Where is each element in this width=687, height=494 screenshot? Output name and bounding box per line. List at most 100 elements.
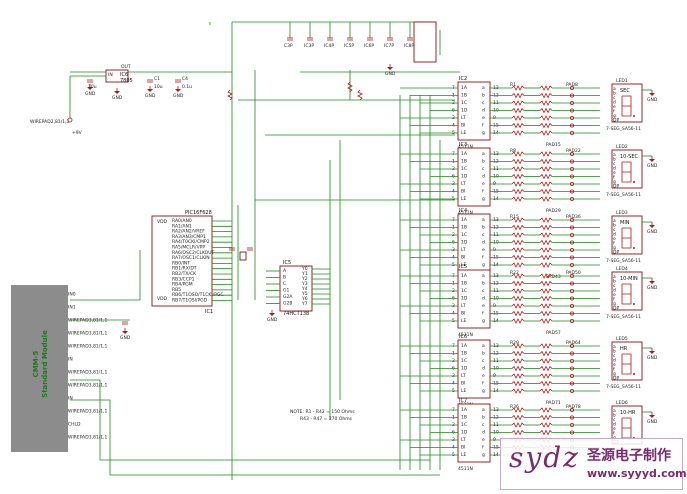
driver-input-3-5: BI [461, 311, 465, 317]
driver-output-3-0: a [482, 274, 485, 279]
pad-circle [570, 281, 575, 286]
pad-label-4: PAD64 [566, 340, 581, 346]
segment-resistor [511, 273, 525, 279]
display-pin-4-4: e [613, 363, 616, 368]
driver-input-2-0: 1A [461, 217, 468, 223]
segment-resistor [539, 295, 553, 302]
display-pin-0-6: g [613, 114, 616, 119]
display-pin-5-5: f [613, 431, 615, 437]
gnd-symbol [649, 281, 655, 284]
module-pad-label-10: CHLD [68, 422, 81, 428]
display-pin-0-3: d [613, 100, 616, 106]
segment-resistor [539, 280, 553, 287]
driver-ref-4: IC6 [459, 334, 467, 340]
segment-resistor [539, 318, 553, 324]
gnd-label-dec: GND [267, 317, 278, 323]
driver-output-0-4: e [482, 116, 485, 121]
pad-circle [570, 351, 575, 356]
display-pin-4-1: b [613, 349, 616, 355]
pad-circle [570, 240, 575, 245]
display-pin-5-0: a [613, 409, 616, 414]
segment-resistor [539, 380, 553, 387]
decoder-pin-10: Y4 [301, 286, 308, 292]
driver-output-0-1: b [482, 93, 485, 99]
driver-input-0-1: 1B [461, 93, 467, 99]
seven-seg-dp-1 [633, 181, 635, 183]
driver-input-4-6: LE [461, 388, 467, 394]
gnd-label-c2: GND [145, 93, 156, 99]
driver-input-0-3: 1D [461, 108, 468, 114]
segment-resistor [511, 407, 525, 413]
mcu-pin-0: RA0/AN0 [172, 218, 192, 224]
top-cap-label-4: IC6P [364, 43, 374, 49]
driver-input-1-0: 1A [461, 151, 468, 157]
segment-resistor [539, 92, 553, 99]
driver-output-5-6: g [482, 453, 485, 458]
segment-resistor [539, 151, 553, 157]
pullup-resistor-1 [347, 81, 353, 93]
top-cap-label-1: IC3P [304, 43, 314, 49]
mcu-pin-7: RA7/OSC1/CLKIN [172, 255, 210, 261]
driver-output-5-5: f [482, 445, 484, 451]
pad-label-0: PAD8 [566, 82, 578, 88]
module-pad-label-1: IN1 [68, 305, 76, 311]
mcu-pin-8: RB0/INT [172, 260, 190, 266]
driver-input-4-4: LT [461, 373, 466, 379]
module-pad-label-0: IN0 [68, 292, 76, 298]
decoder-pin-6: Y0 [301, 266, 308, 272]
segment-resistor [511, 85, 525, 91]
segment-resistor [511, 350, 525, 357]
decoder-pin-9: Y3 [301, 281, 308, 287]
display-label-2: MIN [620, 220, 630, 226]
display-part-4: 7-SEG_SA56-11 [606, 384, 641, 390]
segment-resistor [511, 107, 525, 114]
top-cap-label-2: IC4P [324, 43, 334, 49]
driver-part-5: 4511N [458, 466, 473, 472]
driver-ref-0: IC2 [459, 76, 467, 82]
segment-resistor [539, 407, 553, 413]
driver-input-5-2: 1C [461, 422, 467, 428]
resistor-label-2: R15 [510, 214, 519, 220]
display-pin-3-5: f [613, 297, 615, 303]
driver-output-2-3: d [482, 240, 485, 246]
pullup-resistor-0 [227, 89, 233, 101]
gnd-symbol [649, 93, 655, 96]
driver-input-4-0: 1A [461, 343, 468, 349]
segment-resistor [511, 166, 525, 172]
pad-label-3: PAD50 [566, 270, 581, 276]
display-pin-1-7: DP [613, 184, 619, 190]
pad-circle [570, 388, 575, 393]
top-cap-block [413, 21, 437, 63]
segment-resistor [511, 365, 525, 372]
gnd-symbol [122, 331, 128, 334]
pad-circle [570, 430, 575, 435]
driver-output-4-3: d [482, 366, 485, 372]
display-pin-4-2: c [613, 354, 616, 359]
display-pin-1-5: f [613, 175, 615, 181]
pad-circle [570, 255, 575, 260]
watermark-name: 圣源电子制作 [587, 448, 671, 464]
watermark: sydz 圣源电子制作 www.syyyd.com [500, 438, 687, 490]
gnd-symbol [114, 91, 120, 94]
module-pad-label-7: WIREPAD3,81/1,1 [68, 383, 108, 389]
pad-circle [570, 101, 575, 106]
module-pad-label-6: WIREPAD3,81/1,1 [68, 370, 108, 376]
segment-resistor [511, 232, 525, 238]
gnd-label-top: GND [385, 71, 396, 77]
driver-body-2 [457, 213, 491, 273]
display-pin-2-3: d [613, 232, 616, 238]
gnd-symbol [649, 159, 655, 162]
segment-resistor [511, 254, 525, 261]
pad-circle [570, 366, 575, 371]
segment-resistor [511, 239, 525, 246]
segment-resistor [511, 343, 525, 349]
decoder-pin-1: B [283, 275, 286, 281]
power-connector-pad [67, 117, 73, 123]
driver-input-5-0: 1A [461, 407, 468, 413]
segment-resistor [511, 181, 525, 187]
mcu-pin-5: RA5/MCLR/VPP [172, 245, 205, 251]
driver-body-0 [457, 81, 491, 141]
pad-circle [570, 123, 575, 128]
display-pin-5-4: e [613, 427, 616, 432]
